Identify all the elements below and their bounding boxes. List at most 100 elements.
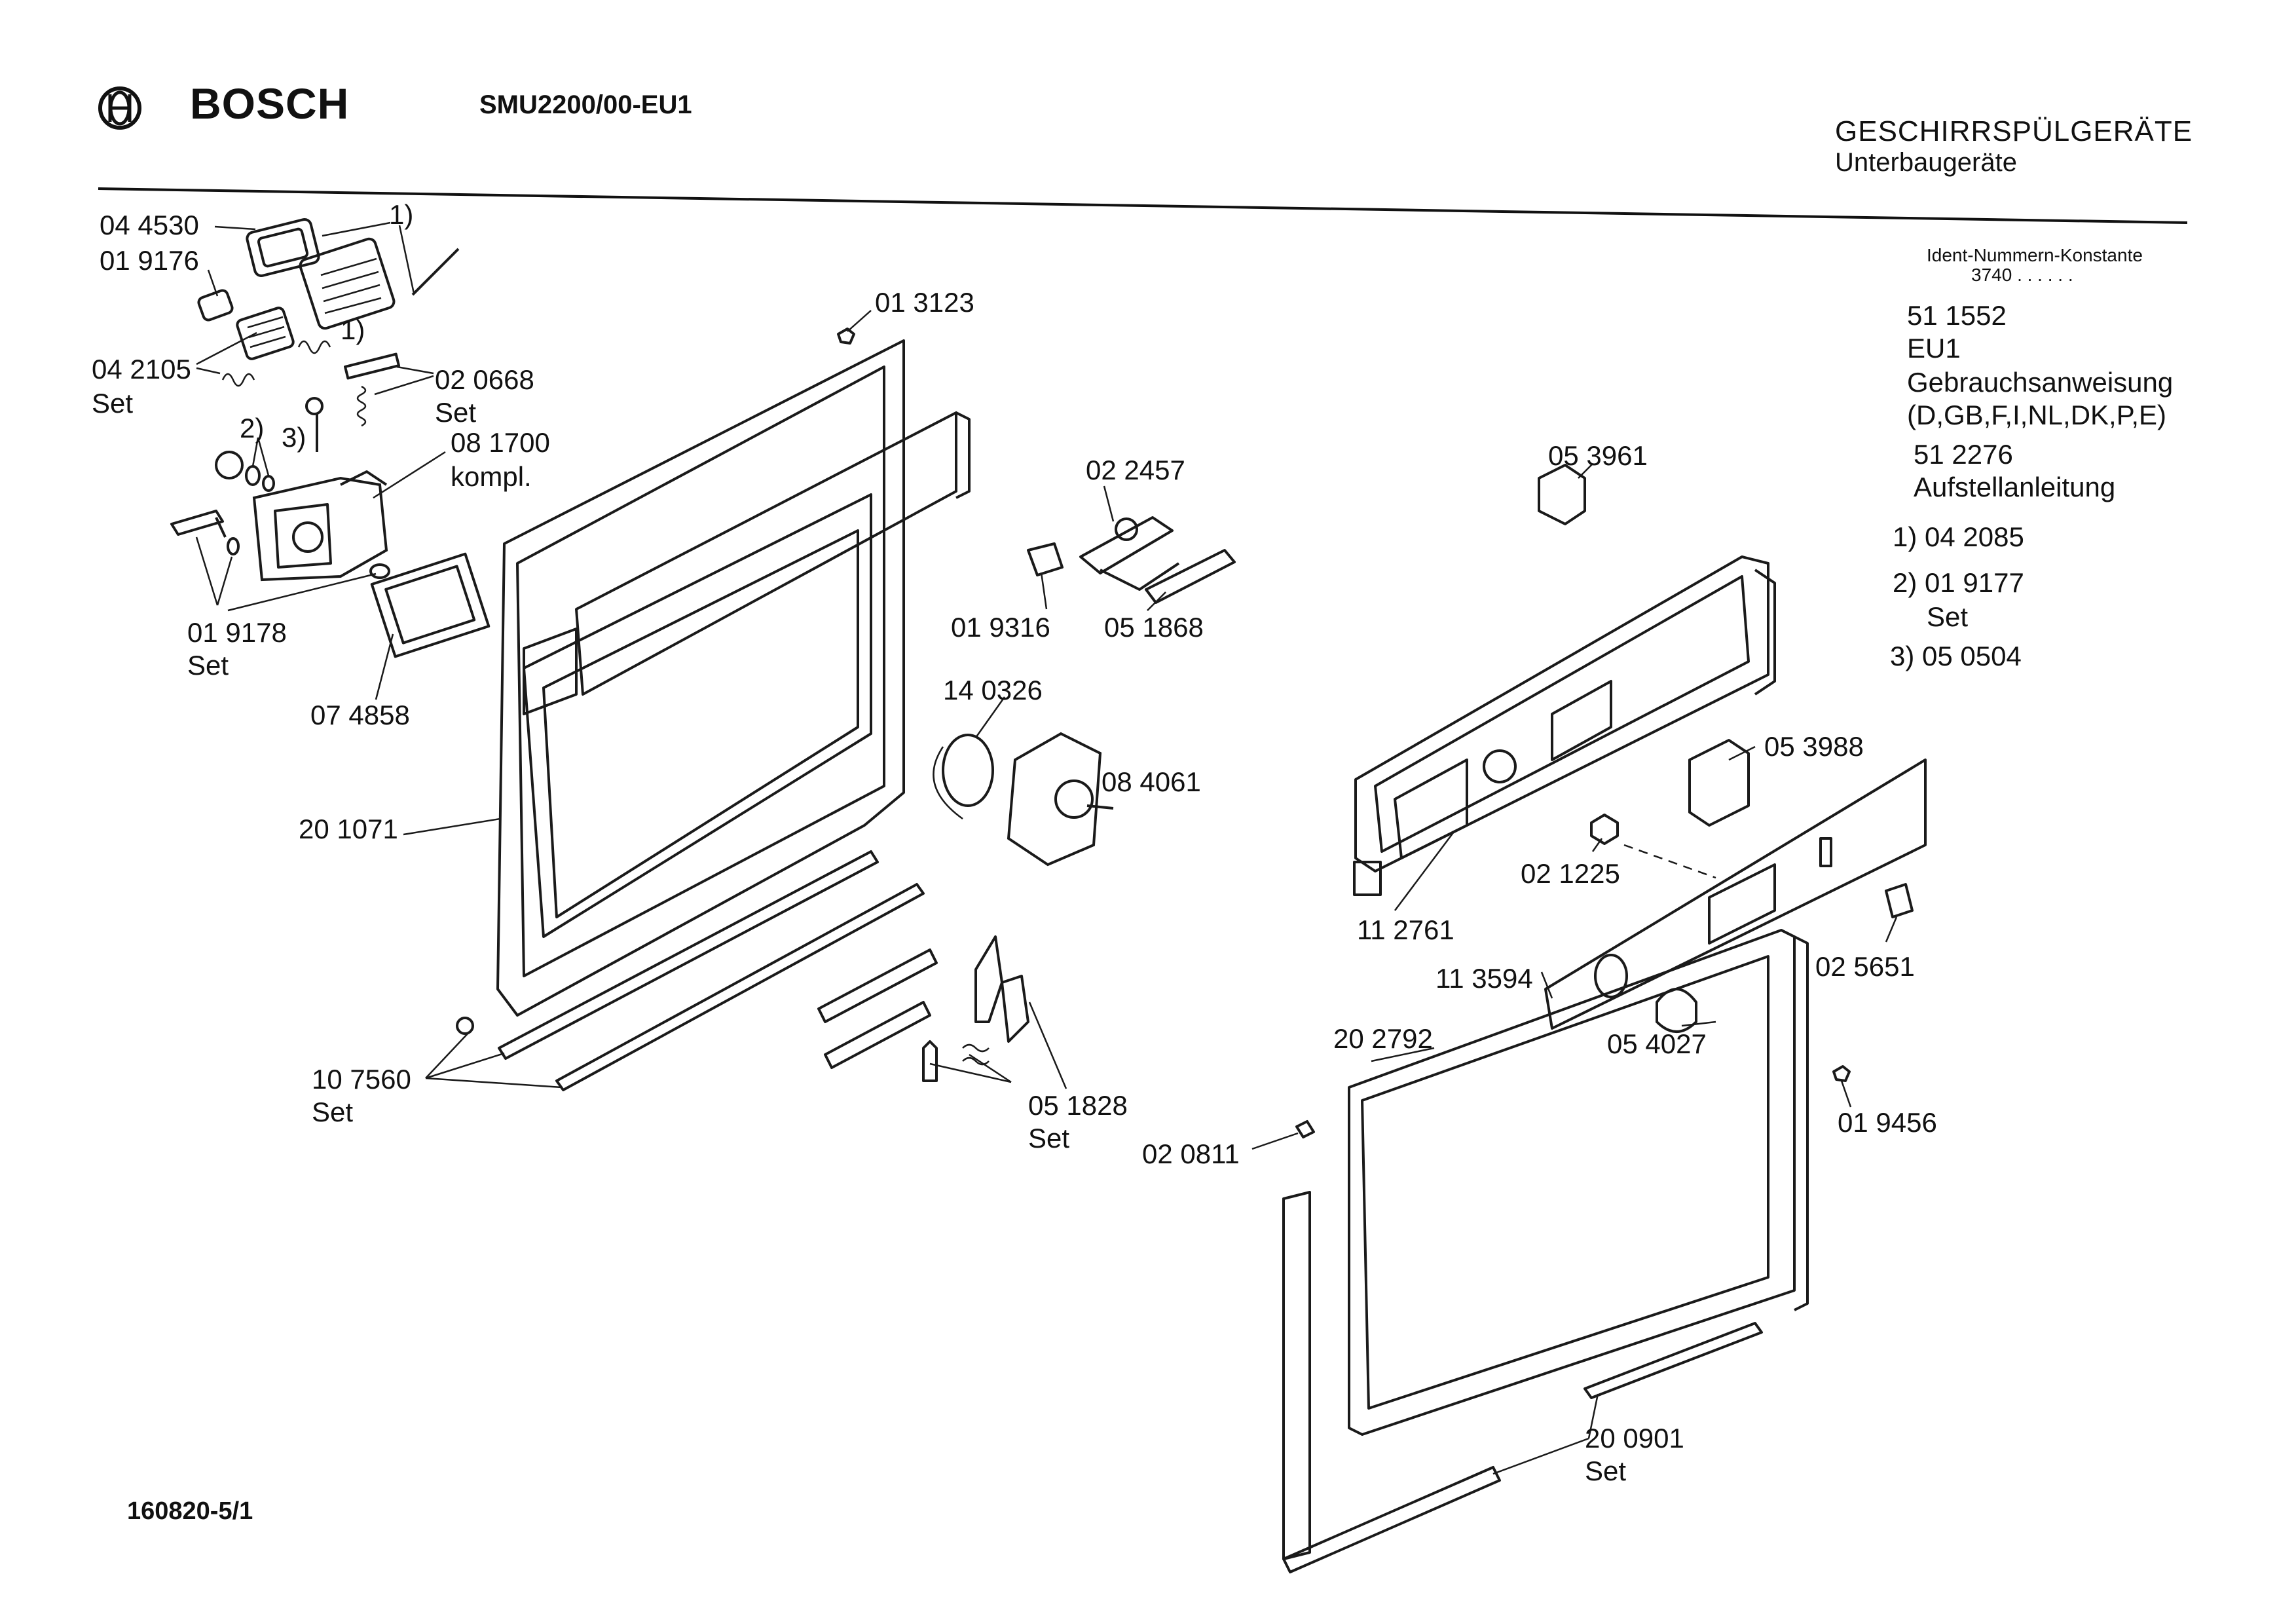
bosch-logo-icon (97, 85, 143, 131)
part-044530-frame (246, 218, 320, 277)
part-113594-fascia (1544, 759, 1927, 1030)
brand-name: BOSCH (190, 79, 350, 128)
callout-042105-set: Set (92, 388, 134, 419)
callout-084061: 08 4061 (1102, 766, 1201, 797)
part-200901-strip (1583, 1322, 1763, 1399)
callout-020811: 02 0811 (1142, 1138, 1240, 1169)
callout-022457: 02 2457 (1086, 455, 1185, 485)
callout-202792: 20 2792 (1333, 1023, 1433, 1054)
part-020811-clip (1295, 1120, 1315, 1138)
callout-042105: 04 2105 (92, 354, 191, 385)
part-spring-a (221, 373, 255, 387)
part-019456-screw (1832, 1065, 1851, 1082)
info-line: EU1 (1907, 333, 1961, 364)
category-subtitle: Unterbaugeräte (1835, 148, 2017, 177)
callout-019316: 01 9316 (951, 612, 1050, 643)
leader-lines (195, 221, 1898, 1475)
info-line: 3) 05 0504 (1890, 641, 2022, 671)
callout-107560: 10 7560 (312, 1064, 411, 1095)
callout-200901: 20 0901 (1585, 1423, 1684, 1454)
callout-053988: 05 3988 (1764, 731, 1864, 762)
part-019176-cap (197, 289, 234, 322)
info-line: 1) 04 2085 (1893, 521, 2024, 552)
callout-081700-kompl: kompl. (451, 461, 532, 492)
callout-020668-set: Set (435, 397, 477, 428)
callout-081700: 08 1700 (451, 427, 550, 458)
document-number: 160820-5/1 (127, 1497, 253, 1525)
part-grille-large (299, 237, 396, 330)
callout-019176: 01 9176 (100, 245, 199, 276)
part-020668-plate (344, 352, 400, 380)
part-051828-bracket-a (817, 948, 938, 1023)
part-053961-bracket (1538, 464, 1586, 525)
info-line: Set (1927, 601, 1969, 632)
part-081700-lock-assembly (252, 470, 388, 582)
callout-107560-set: Set (312, 1097, 354, 1127)
callout-019178-set: Set (187, 650, 229, 681)
callout-021225: 02 1225 (1521, 858, 1620, 889)
callout-044530: 04 4530 (100, 210, 199, 240)
callout-051828: 05 1828 (1028, 1090, 1128, 1121)
part-107560-screw (456, 1017, 474, 1035)
part-strip (411, 248, 460, 296)
part-025651-clip (1885, 883, 1914, 918)
part-019178-lever (170, 510, 227, 538)
part-051828-spring (962, 1043, 990, 1066)
part-021225-button (1590, 814, 1619, 845)
leader-dash-021225 (1623, 844, 1716, 879)
callout-053961: 05 3961 (1548, 440, 1648, 471)
callout-113594: 11 3594 (1435, 963, 1533, 994)
callout-201071: 20 1071 (299, 814, 398, 844)
callout-051828-set: Set (1028, 1123, 1070, 1154)
part-022457-hinge (1079, 516, 1180, 591)
callout-074858: 07 4858 (310, 700, 410, 730)
part-201071-inner-door (496, 339, 971, 1017)
part-051828-hinge-body (1001, 975, 1029, 1043)
part-112761-control-panel (1353, 555, 1776, 896)
callout-020668: 02 0668 (435, 364, 534, 395)
part-202792-outer-door-frame (1282, 929, 1809, 1573)
part-013123-screw (837, 328, 855, 345)
part-051828-pin (922, 1040, 938, 1082)
info-line: Aufstellanleitung (1914, 472, 2116, 502)
part-140326-knob (942, 734, 994, 807)
part-ring (369, 563, 390, 579)
callout-051868: 05 1868 (1104, 612, 1204, 643)
callout-054027: 05 4027 (1607, 1028, 1707, 1059)
category-title: GESCHIRRSPÜLGERÄTE (1835, 115, 2193, 147)
ident-value: 3740 . . . . . . (1971, 265, 2073, 285)
part-053988-switch (1688, 739, 1750, 827)
ident-label: Ident-Nummern-Konstante (1927, 245, 2143, 265)
callout-ref-3: 3) (282, 422, 306, 453)
info-line: (D,GB,F,I,NL,DK,P,E) (1907, 400, 2166, 430)
part-074858-gasket (370, 552, 491, 658)
part-019316-clip (1027, 542, 1064, 576)
model-number: SMU2200/00-EU1 (479, 90, 692, 119)
info-line: 2) 01 9177 (1893, 567, 2024, 598)
callout-140326: 14 0326 (943, 675, 1043, 705)
info-line: 51 1552 (1907, 300, 2007, 331)
part-019178-ring (227, 537, 240, 555)
part-grille-small (236, 307, 295, 360)
callout-019178: 01 9178 (187, 617, 287, 648)
part-051828-bracket-b (824, 1001, 931, 1069)
info-line: Gebrauchsanweisung (1907, 367, 2174, 398)
callout-025651: 02 5651 (1815, 951, 1915, 982)
part-spring-c (356, 385, 367, 427)
part-051828-hinge-arm (974, 935, 1003, 1023)
part-107560-rail-upper (498, 850, 879, 1060)
info-line: 51 2276 (1914, 439, 2013, 470)
part-084061-timer-motor (1007, 732, 1114, 867)
part-140326-cable (933, 746, 963, 820)
callout-ref-2: 2) (240, 413, 265, 443)
part-pin-3 (305, 397, 324, 452)
header-rule (98, 187, 2188, 224)
part-knob-2 (215, 451, 275, 492)
callout-200901-set: Set (1585, 1455, 1627, 1486)
callout-ref-1: 1) (341, 314, 365, 345)
callout-112761: 11 2761 (1357, 914, 1454, 945)
part-spring-b (297, 340, 331, 354)
callout-013123: 01 3123 (875, 287, 974, 318)
callout-019456: 01 9456 (1838, 1107, 1937, 1138)
